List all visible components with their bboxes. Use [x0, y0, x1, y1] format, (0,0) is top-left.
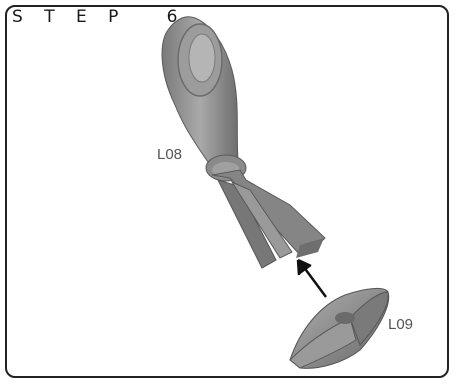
part-label-l08: L08 [157, 146, 182, 163]
part-l09 [290, 288, 389, 368]
assembly-arrow [298, 260, 326, 297]
part-l08 [162, 17, 325, 268]
part-label-l09: L09 [388, 316, 413, 333]
